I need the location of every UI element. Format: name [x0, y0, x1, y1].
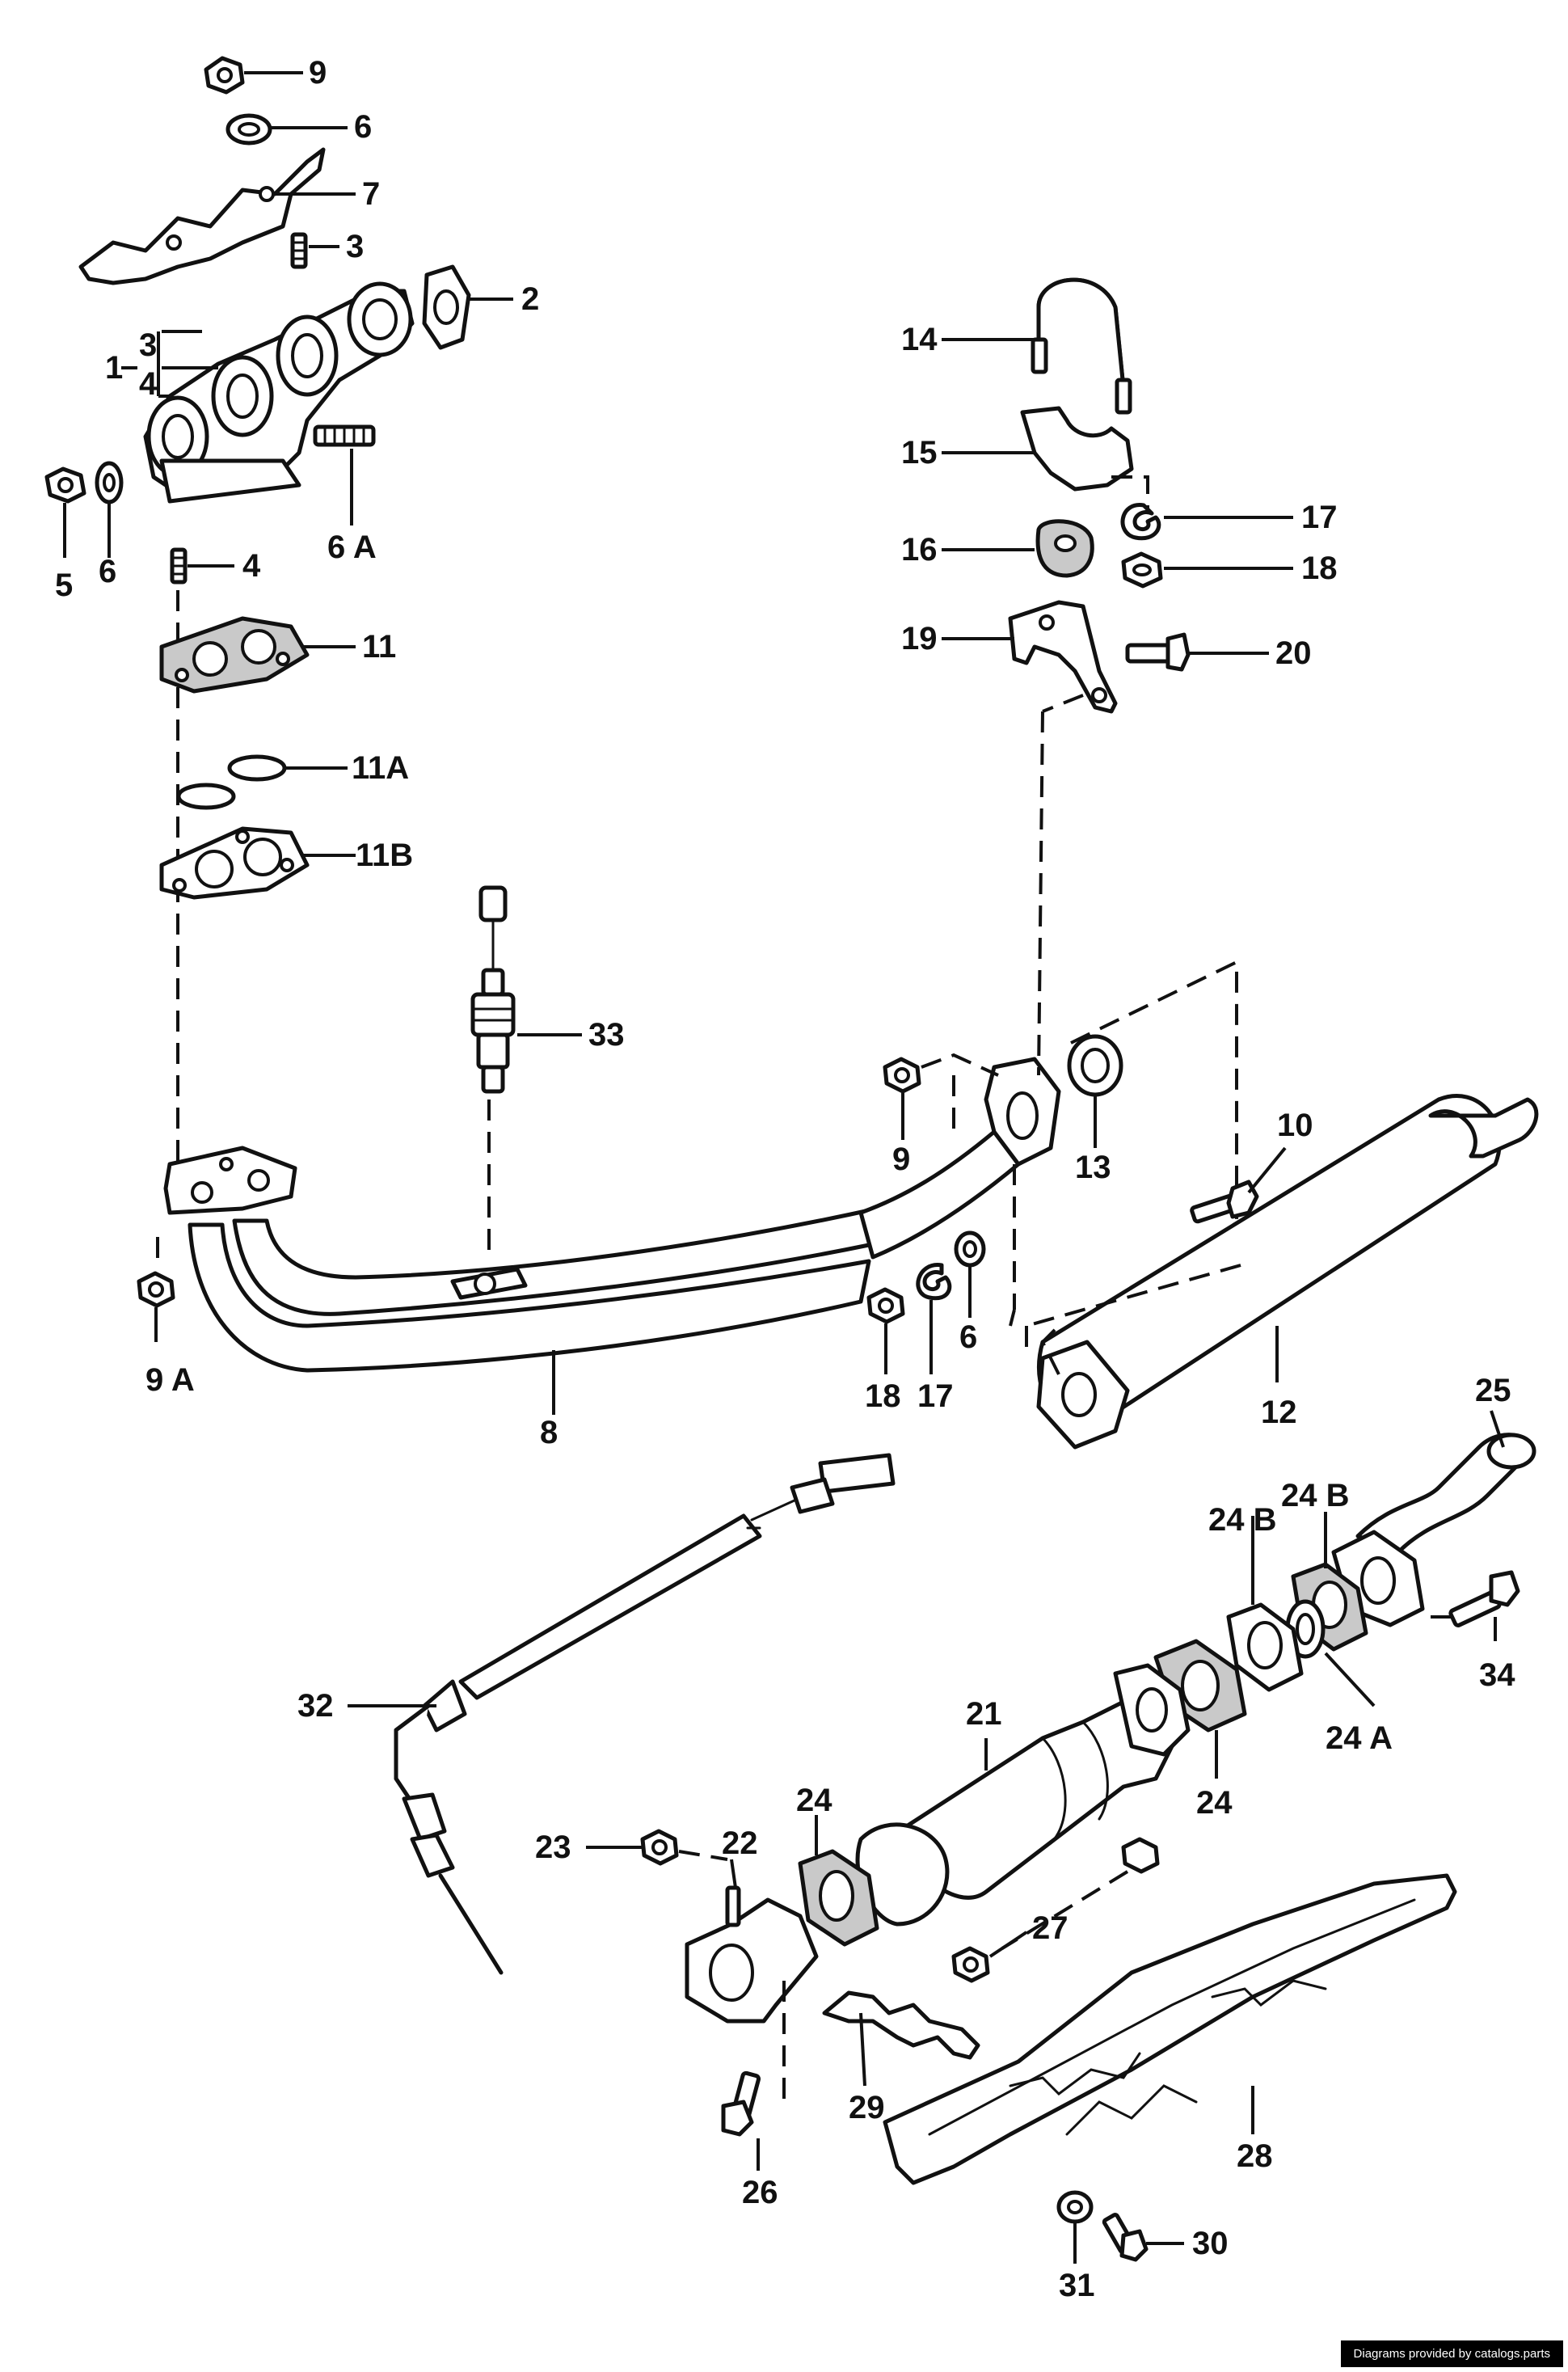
- callout-1-sub-4: 4: [139, 366, 158, 402]
- part-22-front-flange: [685, 1885, 819, 2024]
- callout-14: 14: [901, 322, 938, 357]
- callout-24b-upper: 24 B: [1281, 1478, 1350, 1513]
- part-9-nut-mid: [883, 1057, 921, 1094]
- part-7-heat-shield: [78, 147, 326, 285]
- callout-9-mid: 9: [892, 1142, 910, 1177]
- part-18-nut-top: [1121, 551, 1163, 589]
- part-18-nut-mid: [866, 1287, 905, 1324]
- part-9-nut-top: [204, 56, 245, 95]
- part-30-bolt: [1102, 2213, 1149, 2262]
- callout-17-mid: 17: [917, 1378, 954, 1414]
- callout-5: 5: [55, 568, 73, 603]
- part-6-washer-top: [226, 113, 272, 146]
- callout-2: 2: [521, 281, 539, 317]
- callout-4: 4: [242, 548, 261, 584]
- callout-6-low: 6: [959, 1319, 977, 1355]
- part-27-nut: [951, 1837, 1160, 1983]
- part-14-u-bolt: [1031, 277, 1132, 415]
- callout-28: 28: [1237, 2138, 1273, 2174]
- part-24-gasket-left: [798, 1849, 879, 1947]
- callout-6a: 6 A: [327, 530, 377, 565]
- callout-20: 20: [1275, 635, 1312, 671]
- callout-18-top: 18: [1301, 551, 1338, 586]
- part-11a-rings: [176, 754, 287, 810]
- callout-18-mid: 18: [865, 1378, 901, 1414]
- callout-24b-lower: 24 B: [1208, 1502, 1277, 1538]
- part-4-stud: [170, 547, 188, 585]
- callout-32: 32: [297, 1688, 334, 1724]
- part-25-tail-pipe: [1355, 1433, 1536, 1555]
- callout-8: 8: [540, 1415, 558, 1450]
- callout-31: 31: [1059, 2268, 1095, 2303]
- callout-22: 22: [722, 1825, 758, 1861]
- part-13-ring: [1067, 1034, 1123, 1097]
- part-31-washer: [1056, 2190, 1094, 2224]
- part-24b-gasket-left: [1226, 1602, 1304, 1692]
- callout-19: 19: [901, 621, 938, 656]
- part-17-spring-washer-top: [1120, 503, 1161, 541]
- callout-25: 25: [1475, 1373, 1511, 1408]
- part-20-bolt: [1125, 632, 1191, 672]
- part-28-heat-shield: [883, 1873, 1457, 2185]
- part-1-exhaust-manifold: [143, 281, 415, 504]
- callout-27: 27: [1032, 1910, 1069, 1946]
- part-32-temperature-sensor: [394, 1453, 896, 1975]
- part-26-bolt: [721, 2070, 761, 2137]
- part-11b-gasket: [159, 826, 310, 900]
- part-6a-stud: [313, 424, 376, 447]
- part-17-spring-washer: [916, 1263, 952, 1301]
- callout-6-mid: 6: [99, 554, 116, 589]
- part-23-nut: [640, 1829, 679, 1866]
- part-3-stud-top: [290, 232, 308, 269]
- credit-badge: Diagrams provided by catalogs.parts: [1340, 2340, 1563, 2367]
- part-11-gasket: [159, 616, 310, 694]
- callout-24-left: 24: [796, 1783, 832, 1818]
- callout-1-sub-3: 3: [139, 327, 157, 363]
- callout-9-top: 9: [309, 55, 327, 91]
- callout-6-top: 6: [354, 109, 372, 145]
- callout-7: 7: [362, 176, 380, 212]
- callout-26: 26: [742, 2175, 778, 2210]
- part-34-bolt: [1448, 1570, 1520, 1627]
- callout-3: 3: [346, 229, 364, 264]
- part-29-bracket: [822, 1990, 980, 2060]
- part-16-rubber-mount: [1035, 519, 1094, 578]
- part-19-bracket: [1008, 600, 1118, 714]
- callout-24a: 24 A: [1326, 1720, 1393, 1756]
- part-33-oxygen-sensor: [470, 885, 516, 1094]
- part-6-washer-mid: [95, 461, 124, 504]
- callout-34: 34: [1479, 1657, 1515, 1693]
- part-5-nut: [44, 466, 86, 504]
- callout-11b: 11B: [356, 838, 413, 873]
- callout-21: 21: [966, 1696, 1002, 1732]
- callout-11: 11: [362, 629, 396, 665]
- part-12-muffler: [1036, 1094, 1539, 1450]
- part-8-front-pipe: [163, 1057, 1061, 1373]
- part-21-catalytic-converter: [855, 1663, 1191, 1927]
- callout-33: 33: [588, 1017, 625, 1053]
- callout-13: 13: [1075, 1150, 1111, 1185]
- part-15-clamp: [1020, 406, 1134, 492]
- callout-11a: 11A: [352, 750, 409, 786]
- callout-17-top: 17: [1301, 500, 1338, 535]
- callout-10: 10: [1277, 1108, 1313, 1143]
- callout-29: 29: [849, 2090, 885, 2125]
- callout-12: 12: [1261, 1395, 1297, 1430]
- part-6-washer-low: [954, 1230, 986, 1268]
- part-2-gasket: [422, 264, 471, 350]
- callout-30: 30: [1192, 2226, 1229, 2261]
- part-9a-nut: [137, 1271, 175, 1308]
- callout-9a: 9 A: [145, 1362, 195, 1398]
- callout-16: 16: [901, 532, 938, 568]
- callout-24-right: 24: [1196, 1785, 1233, 1821]
- callout-1: 1: [105, 350, 123, 386]
- callout-15: 15: [901, 435, 938, 471]
- callout-23: 23: [535, 1830, 571, 1865]
